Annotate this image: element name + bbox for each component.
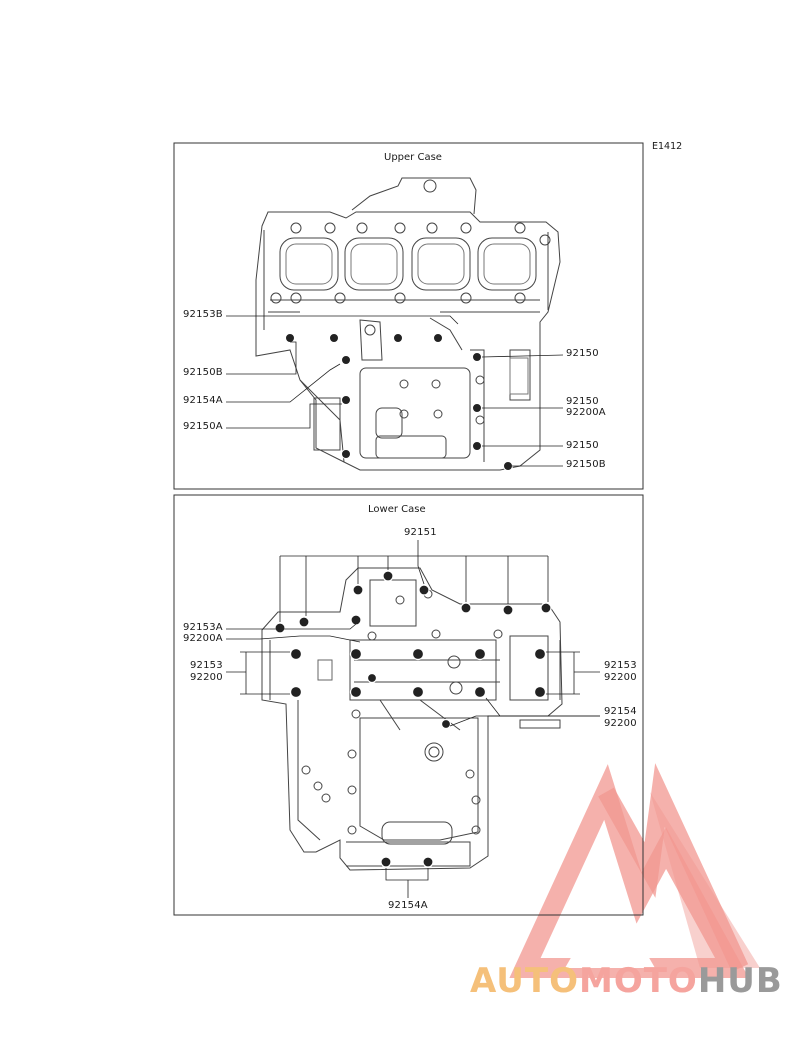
- lower-case-leaders: [226, 540, 600, 898]
- upper-case-leaders: [226, 315, 564, 467]
- part-label-92153-right: 92153: [604, 660, 637, 671]
- part-label-92154a-upper: 92154A: [183, 395, 223, 406]
- part-label-92150b-left: 92150B: [183, 367, 223, 378]
- upper-case-drawing: [255, 177, 561, 471]
- part-label-92150-a: 92150: [566, 348, 599, 359]
- watermark-part-moto: MOTO: [578, 961, 698, 1001]
- upper-case-frame: [173, 142, 644, 490]
- part-label-92153a: 92153A: [183, 622, 223, 633]
- part-label-92200a-upper: 92200A: [566, 407, 606, 418]
- watermark-logo-icon: [509, 763, 760, 978]
- watermark-text: AUTOMOTOHUB: [470, 964, 783, 998]
- part-label-92154a-lower: 92154A: [388, 900, 428, 911]
- upper-case-title: Upper Case: [384, 152, 442, 163]
- upper-case-bolts: [285, 333, 513, 471]
- part-label-92200-left: 92200: [190, 672, 223, 683]
- watermark-part-auto: AUTO: [470, 961, 579, 1001]
- part-label-92154: 92154: [604, 706, 637, 717]
- part-label-92153-left: 92153: [190, 660, 223, 671]
- part-label-92200a-lower: 92200A: [183, 633, 223, 644]
- part-label-92150b-right: 92150B: [566, 459, 606, 470]
- part-label-92150a: 92150A: [183, 421, 223, 432]
- watermark-part-hub: HUB: [697, 961, 783, 1001]
- part-label-92150-b: 92150: [566, 396, 599, 407]
- lower-case-drawing: [261, 567, 563, 871]
- part-label-92151: 92151: [404, 527, 437, 538]
- part-label-92153b: 92153B: [183, 309, 223, 320]
- part-label-92200-right: 92200: [604, 672, 637, 683]
- lower-case-bolts: [274, 570, 552, 868]
- lower-case-frame: [173, 494, 644, 916]
- lower-case-title: Lower Case: [368, 504, 426, 515]
- part-label-92150-c: 92150: [566, 440, 599, 451]
- figure-reference-code: E1412: [652, 141, 683, 152]
- part-label-92200-lower-right: 92200: [604, 718, 637, 729]
